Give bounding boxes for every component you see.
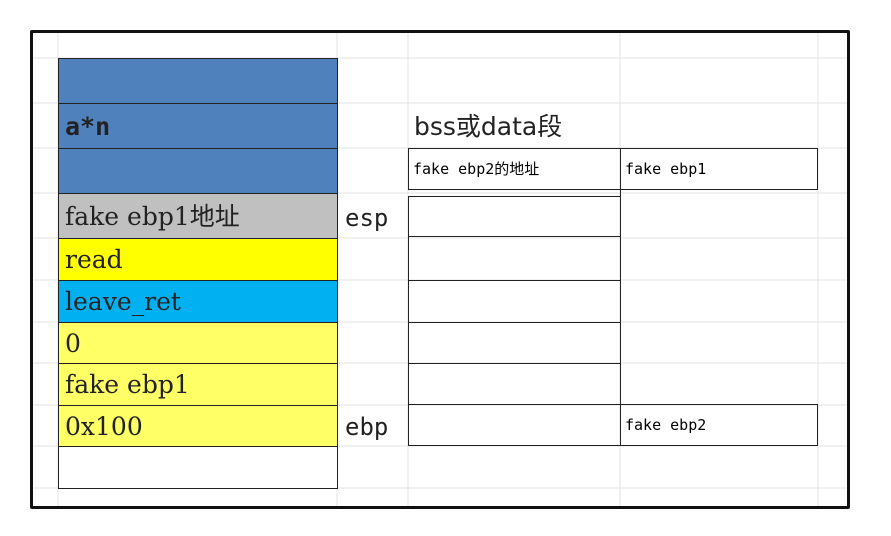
segment-col1-cell-3	[408, 280, 621, 323]
segment-col1-cell-2	[408, 236, 621, 281]
stack-cell-7: fake ebp1	[58, 363, 338, 406]
segment-col1-cell-5	[408, 363, 621, 405]
esp-label: esp	[345, 204, 389, 232]
stack-cell-9	[58, 446, 338, 489]
stack-cell-3: fake ebp1地址	[58, 193, 338, 239]
diagram-frame	[30, 30, 850, 509]
stack-cell-5: leave_ret	[58, 280, 338, 323]
segment-title: bss或data段	[414, 112, 563, 141]
segment-col2-merged-cell	[620, 189, 621, 405]
stack-cell-1: a*n	[58, 103, 338, 149]
stack-cell-6: 0	[58, 322, 338, 364]
segment-col2-bottom: fake ebp2	[620, 404, 818, 446]
segment-col1-cell-1	[408, 196, 621, 237]
ebp-label: ebp	[345, 413, 389, 441]
stack-cell-4: read	[58, 238, 338, 281]
stack-cell-2	[58, 148, 338, 194]
stack-cell-0	[58, 58, 338, 104]
segment-col1-header: fake ebp2的地址	[408, 148, 621, 190]
stack-cell-8: 0x100	[58, 405, 338, 447]
segment-col1-cell-6	[408, 404, 621, 446]
segment-col2-header: fake ebp1	[620, 148, 818, 190]
segment-col1-cell-4	[408, 322, 621, 364]
